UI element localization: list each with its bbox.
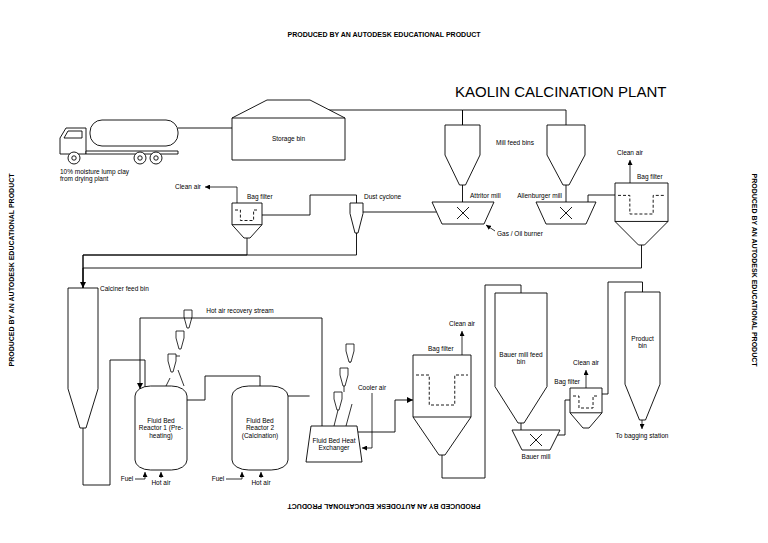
flow-line bbox=[358, 400, 413, 432]
hopper-pair: Mill feed bins bbox=[440, 125, 590, 185]
node-label: Storage bin bbox=[235, 135, 342, 142]
annotation-label: Hot air bbox=[251, 479, 270, 486]
bag-filter: Bag filter bbox=[570, 388, 602, 428]
flow-line bbox=[363, 212, 437, 213]
bag-filter: Bag filter bbox=[615, 183, 668, 245]
leader-lines bbox=[135, 160, 642, 479]
node-shape bbox=[570, 388, 602, 428]
node-shape bbox=[232, 100, 345, 160]
annotation-label: Cooler air bbox=[358, 384, 386, 391]
node-label: Fluid Bed Reactor 1 (Pre-heating) bbox=[138, 417, 184, 439]
node-label: Bauer mill feed bin bbox=[498, 351, 544, 366]
mill-symbol: Attritor mill bbox=[432, 202, 494, 224]
flow-line bbox=[521, 423, 522, 430]
node-shape bbox=[440, 125, 590, 185]
node-shape bbox=[350, 203, 363, 233]
node-label: Fluid Bed Heat Exchanger bbox=[309, 437, 359, 452]
bag-filter: Bag filter bbox=[232, 203, 262, 238]
heat-exchanger: Fluid Bed Heat Exchanger bbox=[306, 426, 362, 462]
node-label: Calciner feed bin bbox=[100, 285, 149, 292]
node-label: Allenburger mill bbox=[517, 192, 562, 199]
annotation-label: Gas / Oil burner bbox=[497, 230, 543, 237]
node-shape bbox=[413, 355, 471, 455]
flow-line bbox=[566, 185, 567, 202]
annotation-label: Fuel bbox=[212, 475, 225, 482]
annotation-label: Clean air bbox=[573, 359, 599, 366]
flow-line bbox=[462, 185, 463, 202]
fluid-bed-reactor: Fluid Bed Reactor 1 (Pre-heating) bbox=[135, 386, 187, 470]
annotation-label: Fuel bbox=[121, 475, 134, 482]
flow-line bbox=[83, 238, 247, 288]
truck-illustration: 10% moisture lump clay from drying plant bbox=[60, 118, 178, 166]
node-label: Bag filter bbox=[428, 345, 454, 352]
watermark: PRODUCED BY AN AUTODESK EDUCATIONAL PROD… bbox=[287, 502, 480, 510]
flow-line bbox=[588, 195, 615, 202]
silo: Product bin bbox=[625, 292, 660, 420]
storage-bin: Storage bin bbox=[232, 100, 345, 160]
fluid-bed-reactor: Fluid Bed Reactor 2 (Calcination) bbox=[232, 386, 288, 470]
flow-line bbox=[262, 195, 357, 215]
node-label: Bag filter bbox=[554, 378, 580, 385]
node-shape bbox=[432, 202, 494, 224]
flow-line bbox=[288, 396, 310, 397]
silo: Calciner feed bin bbox=[68, 288, 98, 428]
bag-filter: Bag filter bbox=[413, 355, 471, 455]
mill-symbol: Allenburger mill bbox=[536, 202, 596, 224]
node-shape bbox=[615, 183, 668, 245]
edge-label: Hot air recovery stream bbox=[204, 307, 276, 314]
annotation-label: Clean air bbox=[175, 183, 201, 190]
node-shape bbox=[60, 118, 178, 166]
flow-line bbox=[329, 110, 566, 125]
cyclone: Dust cyclone bbox=[350, 203, 363, 233]
node-label: Fluid Bed Reactor 2 (Calcination) bbox=[235, 417, 285, 439]
node-shape bbox=[232, 203, 262, 238]
watermark: PRODUCED BY AN AUTODESK EDUCATIONAL PROD… bbox=[8, 173, 16, 366]
node-label: Mill feed bins bbox=[485, 139, 545, 146]
silo: Bauer mill feed bin bbox=[495, 293, 547, 423]
node-label: Bag filter bbox=[247, 193, 273, 200]
node-label: Product bin bbox=[628, 335, 657, 350]
diagram-title: KAOLIN CALCINATION PLANT bbox=[455, 83, 666, 100]
flow-line bbox=[178, 128, 232, 129]
mill-symbol: Bauer mill bbox=[512, 430, 560, 450]
annotation-label: Clean air bbox=[449, 320, 475, 327]
node-shape bbox=[536, 202, 596, 224]
flow-line bbox=[83, 233, 357, 288]
node-shape bbox=[625, 292, 660, 420]
node-label: Attritor mill bbox=[470, 192, 501, 199]
node-label: Dust cyclone bbox=[364, 193, 401, 200]
annotation-label: To bagging station bbox=[616, 432, 669, 439]
watermark: PRODUCED BY AN AUTODESK EDUCATIONAL PROD… bbox=[287, 31, 480, 39]
watermark: PRODUCED BY AN AUTODESK EDUCATIONAL PROD… bbox=[750, 173, 758, 366]
flow-line bbox=[83, 245, 642, 288]
node-label: 10% moisture lump clay from drying plant bbox=[60, 168, 138, 183]
node-label: Bauer mill bbox=[522, 453, 551, 460]
node-shape bbox=[68, 288, 98, 428]
annotation-label: Hot air bbox=[151, 479, 170, 486]
node-label: Bag filter bbox=[637, 173, 663, 180]
node-shape bbox=[512, 430, 560, 450]
annotation-label: Clean air bbox=[617, 149, 643, 156]
